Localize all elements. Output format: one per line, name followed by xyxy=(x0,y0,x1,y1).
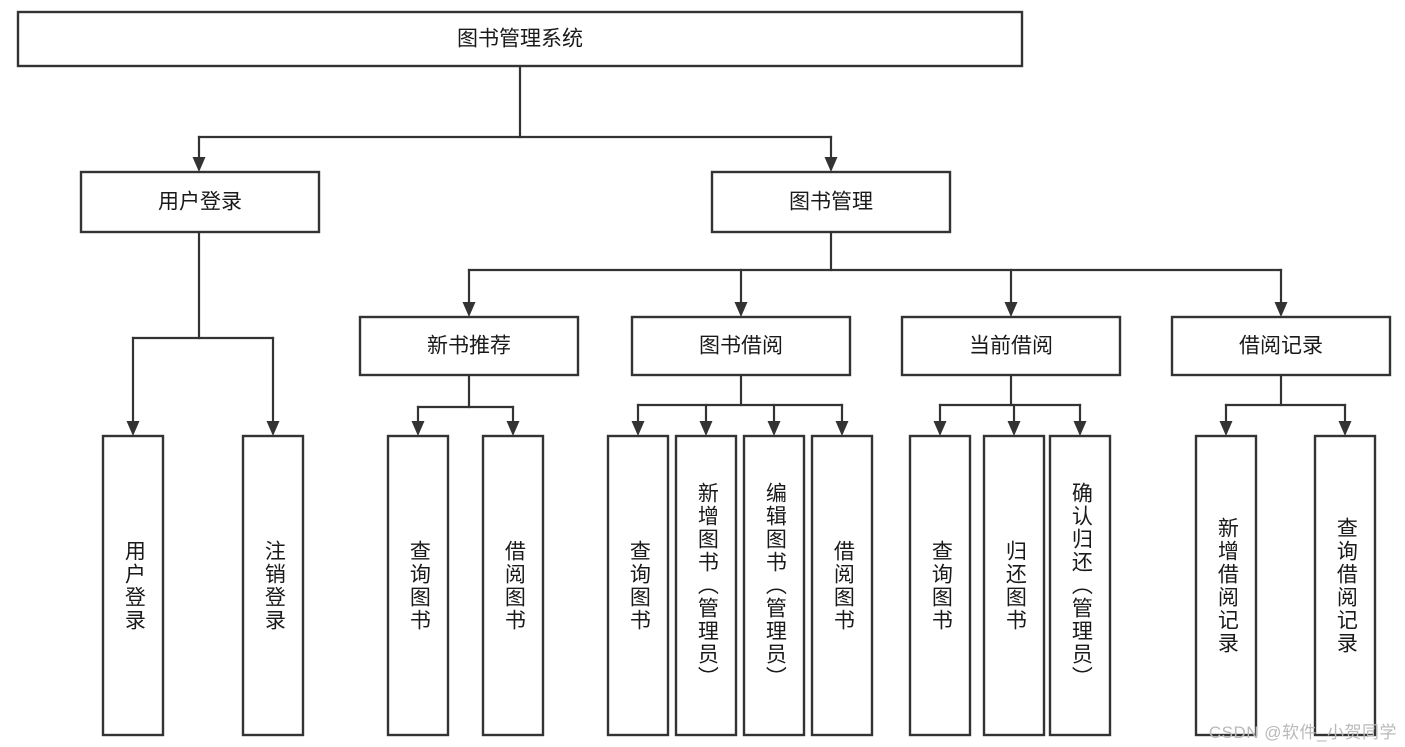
leaf-node-box-4[interactable] xyxy=(606,434,670,737)
level3-node-label-2: 当前借阅 xyxy=(969,335,1053,358)
arrow-head-icon xyxy=(266,421,280,436)
leaf-node-box-2[interactable] xyxy=(386,434,450,737)
arrow-head-icon xyxy=(824,157,838,172)
arrow-head-icon xyxy=(1219,421,1233,436)
connector-edges-layer xyxy=(126,64,1352,436)
leaf-node-box-10[interactable] xyxy=(1048,434,1112,737)
arrow-head-icon xyxy=(1274,302,1288,317)
arrow-head-icon xyxy=(462,302,476,317)
level3-node-label-0: 新书推荐 xyxy=(427,335,511,358)
arrow-head-icon xyxy=(1007,421,1021,436)
arrow-head-icon xyxy=(126,421,140,436)
arrow-head-icon xyxy=(1338,421,1352,436)
arrow-head-icon xyxy=(1004,302,1018,317)
arrow-head-icon xyxy=(506,421,520,436)
arrow-head-icon xyxy=(699,421,713,436)
node-boxes-layer xyxy=(16,10,1392,737)
arrow-head-icon xyxy=(734,302,748,317)
level3-node-label-3: 借阅记录 xyxy=(1239,335,1323,358)
arrow-head-icon xyxy=(631,421,645,436)
level2-node-box-1[interactable] xyxy=(710,170,952,234)
level2-node-label-1: 图书管理 xyxy=(789,191,873,214)
level3-node-box-0[interactable] xyxy=(358,315,580,377)
root-node-box[interactable] xyxy=(16,10,1024,68)
leaf-node-box-6[interactable] xyxy=(742,434,806,737)
level3-node-label-1: 图书借阅 xyxy=(699,335,783,358)
arrow-head-icon xyxy=(1073,421,1087,436)
root-node-label: 图书管理系统 xyxy=(457,28,583,51)
level3-node-box-2[interactable] xyxy=(900,315,1122,377)
leaf-node-box-8[interactable] xyxy=(908,434,972,737)
leaf-node-box-7[interactable] xyxy=(810,434,874,737)
arrow-head-icon xyxy=(835,421,849,436)
arrow-head-icon xyxy=(767,421,781,436)
leaf-node-box-11[interactable] xyxy=(1194,434,1258,737)
leaf-node-box-5[interactable] xyxy=(674,434,738,737)
leaf-node-box-12[interactable] xyxy=(1313,434,1377,737)
leaf-node-box-1[interactable] xyxy=(241,434,305,737)
arrow-head-icon xyxy=(192,157,206,172)
level2-node-label-0: 用户登录 xyxy=(158,191,242,214)
leaf-node-box-9[interactable] xyxy=(982,434,1046,737)
arrow-head-icon xyxy=(933,421,947,436)
level2-node-box-0[interactable] xyxy=(79,170,321,234)
level3-node-box-1[interactable] xyxy=(630,315,852,377)
leaf-node-box-0[interactable] xyxy=(101,434,165,737)
level3-node-box-3[interactable] xyxy=(1170,315,1392,377)
leaf-node-box-3[interactable] xyxy=(481,434,545,737)
arrow-head-icon xyxy=(411,421,425,436)
